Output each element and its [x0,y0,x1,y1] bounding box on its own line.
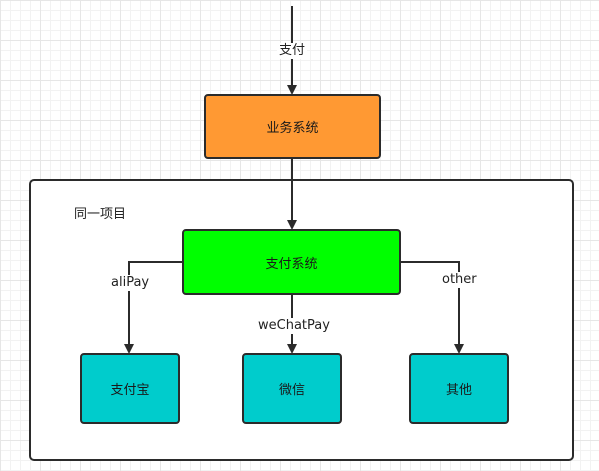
node-payment-system-label: 支付系统 [265,256,318,272]
node-business-system[interactable]: 业务系统 [204,94,381,159]
edge-label-other: other [440,272,479,288]
project-group-title: 同一项目 [74,207,127,222]
edge-label-alipay: aliPay [109,275,152,291]
node-payment-system[interactable]: 支付系统 [182,229,401,295]
node-alipay[interactable]: 支付宝 [80,353,180,424]
node-other-label: 其他 [445,383,472,398]
edge-to-alipay [124,261,183,354]
edge-to-other [401,261,464,354]
node-wechat[interactable]: 微信 [242,353,342,424]
node-alipay-label: 支付宝 [110,383,150,398]
node-other[interactable]: 其他 [409,353,509,424]
node-wechat-label: 微信 [278,383,305,398]
edge-label-entry: 支付 [277,43,308,59]
edge-label-wechat: weChatPay [256,318,332,334]
node-business-system-label: 业务系统 [266,121,319,136]
